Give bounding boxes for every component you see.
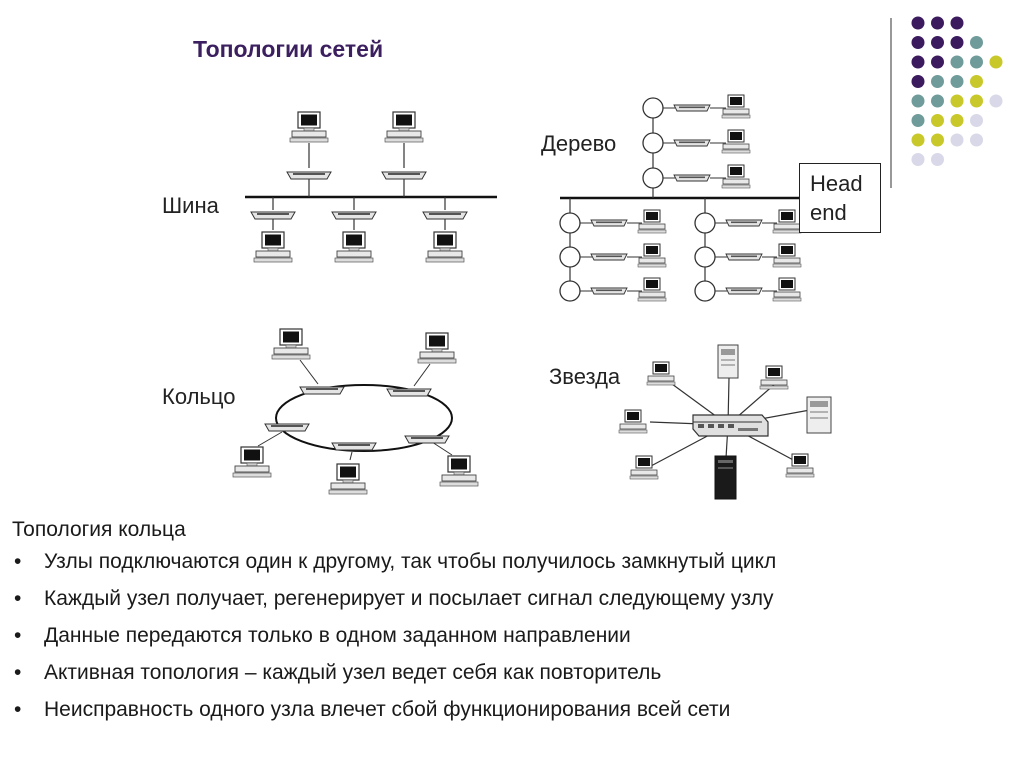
bullet-text: Данные передаются только в одном заданно… [44,624,631,647]
tree-topology [559,94,802,302]
decor-dot [931,16,944,30]
decor-dot [970,75,983,88]
decor-dot [950,16,964,30]
bullet-text: Каждый узел получает, регенерирует и пос… [44,587,774,610]
decor-dot [911,153,925,166]
label-ring: Кольцо [162,384,236,409]
decor-dot [970,133,983,147]
decor-dot [950,55,964,69]
decor-dot [931,153,944,166]
star-server-top [717,344,739,379]
decor-dot [950,133,964,147]
bullet-marker: • [14,587,22,610]
bus-bottom-node-2 [331,197,377,263]
decor-dot [970,36,983,49]
decor-dot [931,75,944,88]
bus-top-right-node [381,111,427,197]
star-tower-bottom [714,455,737,500]
list-item: • Каждый узел получает, регенерирует и по… [12,587,1012,610]
decor-dot [970,55,983,69]
bus-bottom-node-3 [422,197,468,263]
bus-bottom-node-1 [250,197,296,263]
headend-line2: end [810,200,847,225]
label-tree: Дерево [541,131,617,156]
list-item: • Данные передаются только в одном заданн… [12,624,1012,647]
label-bus: Шина [162,193,219,218]
decorative-dot-grid [911,16,1003,166]
star-server-right [806,396,832,434]
list-item: • Активная топология – каждый узел ведет … [12,661,1012,684]
slide-title: Топологии сетей [193,36,384,62]
ring-topology [232,328,479,495]
decor-dot [911,16,925,30]
decor-dot [911,75,925,88]
bullet-text: Неисправность одного узла влечет сбой фу… [44,698,731,721]
bullet-text: Активная топология – каждый узел ведет с… [44,661,662,684]
label-star: Звезда [549,364,621,389]
decor-dot [911,94,925,108]
star-topology [618,344,832,500]
body-heading: Топология кольца [12,518,186,541]
switch-icon [692,414,769,437]
decor-dot [970,94,983,108]
decor-dot [950,36,964,49]
list-item: • Неисправность одного узла влечет сбой ф… [12,698,1012,721]
decor-dot [911,55,925,69]
list-item: • Узлы подключаются один к другому, так ч… [12,550,1012,573]
bullet-marker: • [14,698,22,721]
decor-dot [931,133,944,147]
bullet-marker: • [14,550,22,573]
body-text: Топология кольца • Узлы подключаются один… [12,518,1012,735]
decor-dot [911,114,925,127]
bullet-text: Узлы подключаются один к другому, так чт… [44,550,777,573]
decor-dot [950,94,964,108]
decor-dot [970,114,983,127]
bullet-marker: • [14,661,22,684]
decor-dot [931,94,944,108]
bus-top-left-node [286,111,332,197]
bullet-marker: • [14,624,22,647]
headend-label-box: Head end [799,163,881,233]
decor-dot [950,114,964,127]
decor-dot [931,36,944,49]
decor-dot [911,133,925,147]
decor-dot [911,36,925,49]
headend-line1: Head [810,171,863,196]
decor-dot [931,114,944,127]
decor-dot [950,75,964,88]
decor-dot [989,94,1003,108]
bullet-list: • Узлы подключаются один к другому, так ч… [12,550,1012,721]
decor-dot [931,55,944,69]
bus-topology [245,111,497,263]
decor-dot [989,55,1003,69]
